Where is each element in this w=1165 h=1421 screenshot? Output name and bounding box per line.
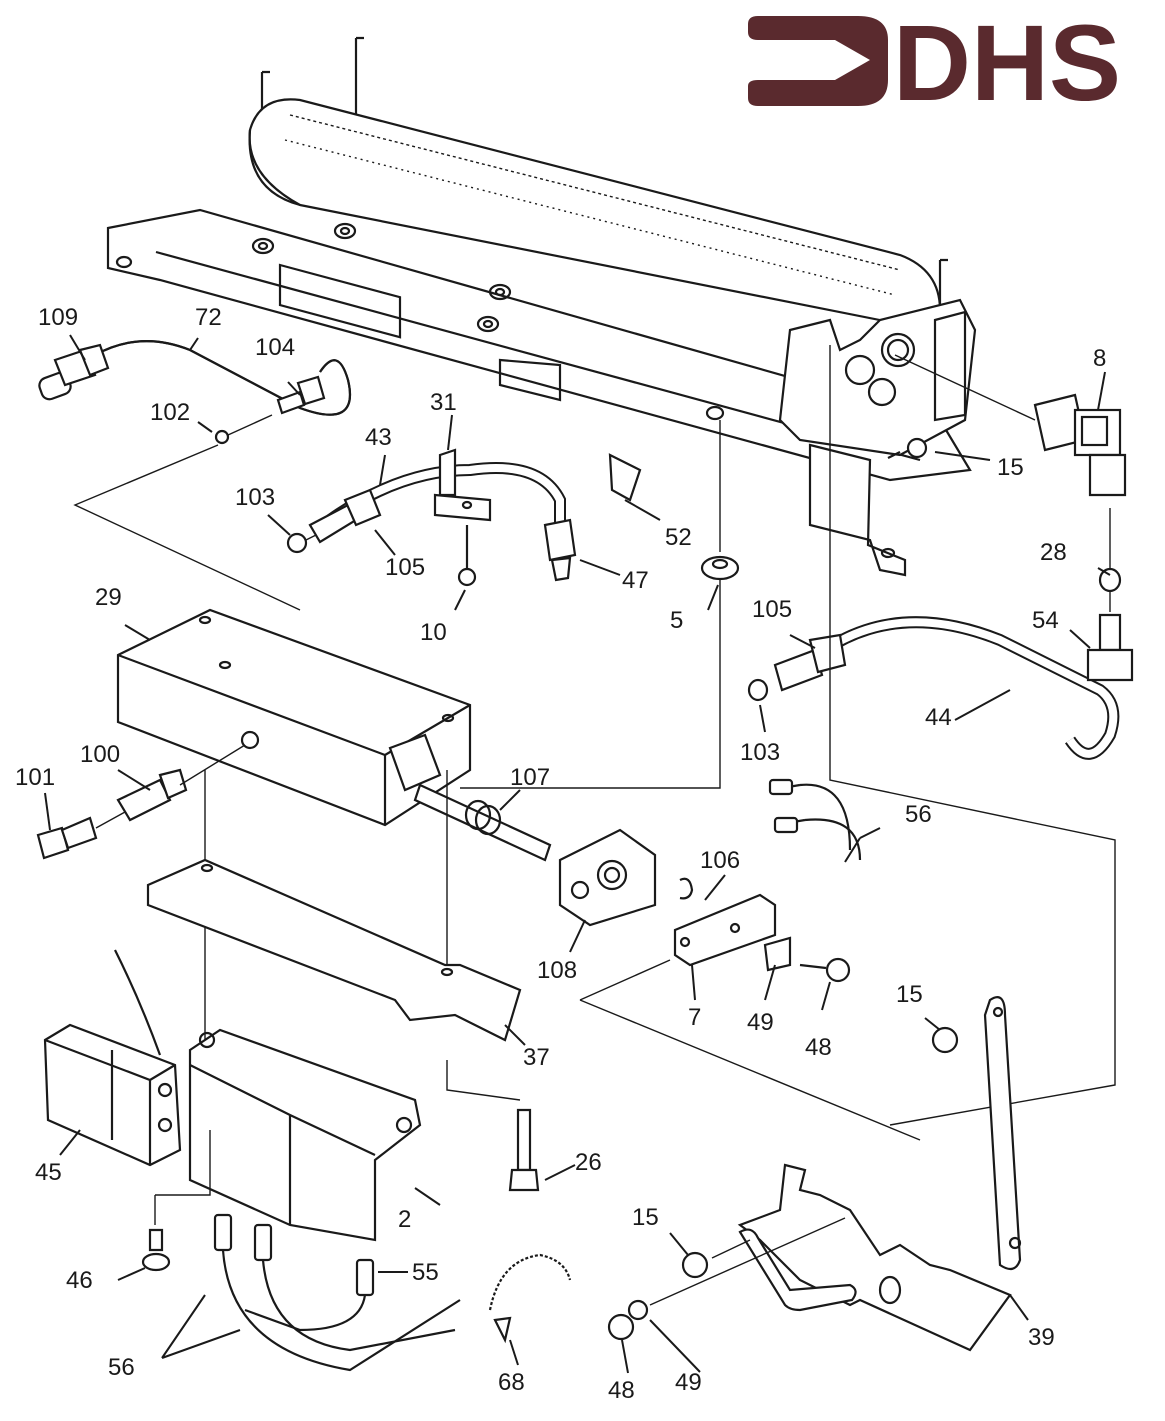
part-label-31: 31 [430, 389, 457, 416]
part-label-52: 52 [665, 524, 692, 551]
arrow-right-icon [748, 16, 888, 106]
leader-lines [44, 334, 1111, 1374]
part-label-102: 102 [150, 399, 190, 426]
part-label-15: 15 [997, 454, 1024, 481]
right-tube-assembly [747, 345, 1134, 1126]
part-label-49: 49 [675, 1369, 702, 1396]
part-label-49: 49 [747, 1009, 774, 1036]
part-label-105: 105 [385, 554, 425, 581]
main-tube-assembly [286, 420, 740, 789]
igniter-assembly [558, 778, 921, 1141]
gas-valve [36, 608, 552, 1101]
part-labels: 109 72 104 102 31 43 103 105 10 47 52 5 … [15, 304, 1106, 1404]
part-label-103: 103 [235, 484, 275, 511]
part-label-107: 107 [510, 764, 550, 791]
part-label-45: 45 [35, 1159, 62, 1186]
part-label-29: 29 [95, 584, 122, 611]
part-label-72: 72 [195, 304, 222, 331]
part-label-105: 105 [752, 596, 792, 623]
part-label-109: 109 [38, 304, 78, 331]
pilot-tube-assembly [38, 340, 352, 611]
part-label-48: 48 [608, 1377, 635, 1404]
part-label-26: 26 [575, 1149, 602, 1176]
part-label-39: 39 [1028, 1324, 1055, 1351]
part-label-5: 5 [670, 607, 683, 634]
part-label-43: 43 [365, 424, 392, 451]
part-label-103: 103 [740, 739, 780, 766]
part-label-7: 7 [688, 1004, 701, 1031]
part-label-44: 44 [925, 704, 952, 731]
part-label-48: 48 [805, 1034, 832, 1061]
burner-housing [106, 36, 977, 577]
part-label-10: 10 [420, 619, 447, 646]
part-label-46: 46 [66, 1267, 93, 1294]
part-label-47: 47 [622, 567, 649, 594]
part-label-106: 106 [700, 847, 740, 874]
part-label-2: 2 [398, 1206, 411, 1233]
lever-bracket [607, 996, 1022, 1352]
part-label-56: 56 [108, 1354, 135, 1381]
part-label-55: 55 [412, 1259, 439, 1286]
part-label-68: 68 [498, 1369, 525, 1396]
part-label-101: 101 [15, 764, 55, 791]
part-label-15: 15 [632, 1204, 659, 1231]
part-label-108: 108 [537, 957, 577, 984]
heat-shield [146, 858, 540, 1192]
part-label-8: 8 [1093, 345, 1106, 372]
part-label-28: 28 [1040, 539, 1067, 566]
part-label-37: 37 [523, 1044, 550, 1071]
part-label-54: 54 [1032, 607, 1059, 634]
part-label-100: 100 [80, 741, 120, 768]
part-label-15: 15 [896, 981, 923, 1008]
logo-text: DHS [893, 2, 1121, 123]
part-label-104: 104 [255, 334, 295, 361]
part-label-56: 56 [905, 801, 932, 828]
dhs-logo: DHS [748, 2, 1121, 123]
